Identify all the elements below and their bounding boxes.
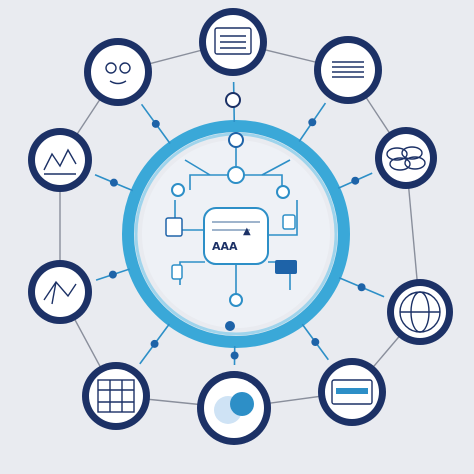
node-bottom-left bbox=[82, 362, 150, 430]
central-text: AAA bbox=[212, 240, 238, 253]
lobe-icon bbox=[404, 156, 426, 170]
circuit-chips bbox=[165, 92, 297, 331]
node-face bbox=[35, 267, 85, 317]
hub-spokes bbox=[94, 81, 385, 366]
chip-bottom-dot-icon bbox=[225, 321, 235, 331]
outer-nodes bbox=[28, 8, 453, 445]
top-connector-node-icon bbox=[225, 92, 241, 108]
spoke-connector-icon bbox=[351, 176, 360, 185]
lobe-icon bbox=[401, 146, 423, 160]
world-globe-icon bbox=[399, 291, 441, 333]
central-glyph: ▲ bbox=[243, 226, 251, 237]
node-face bbox=[91, 45, 145, 99]
node-bottom bbox=[197, 371, 271, 445]
chip-right-block-icon bbox=[275, 260, 297, 274]
spoke-connector-icon bbox=[357, 283, 366, 292]
bubble-front-icon bbox=[230, 392, 254, 416]
node-left-upper bbox=[28, 128, 92, 192]
face-mouth-icon bbox=[109, 80, 127, 85]
tablet-frame-icon bbox=[331, 379, 373, 405]
face-eye-icon bbox=[105, 62, 117, 74]
circuit-trace-diag bbox=[184, 159, 291, 176]
lobe-icon bbox=[386, 147, 408, 161]
spoke-connector-icon bbox=[108, 270, 117, 279]
spoke-connector-icon bbox=[230, 351, 239, 360]
chip-node-icon bbox=[228, 132, 244, 148]
scribble-chart-icon bbox=[43, 148, 77, 175]
grid-frame-icon bbox=[97, 379, 135, 413]
window-frame-icon bbox=[214, 27, 252, 55]
scribble-path-icon bbox=[43, 148, 77, 171]
node-right-upper bbox=[375, 127, 437, 189]
chip-left-small-icon bbox=[171, 264, 183, 280]
hub-ring bbox=[122, 120, 350, 348]
node-face bbox=[89, 369, 143, 423]
central-module-frame bbox=[203, 207, 269, 265]
document-window-icon bbox=[214, 27, 252, 55]
spoke-connector-icon bbox=[150, 339, 159, 348]
node-top bbox=[199, 8, 267, 76]
node-top-right bbox=[314, 36, 382, 104]
tablet-bar-icon bbox=[336, 388, 368, 394]
spoke-connector-icon bbox=[308, 118, 317, 127]
node-bottom-right bbox=[318, 358, 386, 426]
sketch-path-icon bbox=[43, 280, 77, 305]
spoke-connector-icon bbox=[311, 338, 320, 347]
chip-right-small-icon bbox=[282, 214, 296, 230]
chat-bubbles-icon bbox=[214, 392, 254, 424]
chip-left-icon bbox=[171, 183, 185, 197]
grid-map-icon bbox=[97, 379, 135, 413]
node-face bbox=[35, 135, 85, 185]
chip-left-block-icon bbox=[165, 217, 183, 237]
spoke-connector-icon bbox=[109, 178, 118, 187]
network-sketch-icon bbox=[43, 280, 77, 305]
chip-hub-icon bbox=[227, 166, 245, 184]
face-eye-icon bbox=[119, 62, 131, 74]
lobe-icon bbox=[389, 157, 411, 171]
chip-bottom-icon bbox=[229, 293, 243, 307]
spoke-connector-icon bbox=[151, 119, 160, 128]
node-left-lower bbox=[28, 260, 92, 324]
central-module: ▲ AAA bbox=[203, 207, 269, 265]
text-lines-icon bbox=[332, 61, 364, 78]
tablet-screen-icon bbox=[331, 379, 373, 405]
face-sketch-icon bbox=[105, 62, 131, 85]
node-top-left bbox=[84, 38, 152, 106]
node-right-lower bbox=[387, 279, 453, 345]
node-face bbox=[321, 43, 375, 97]
chip-right-icon bbox=[276, 185, 290, 199]
brain-lobes-icon bbox=[386, 146, 426, 171]
